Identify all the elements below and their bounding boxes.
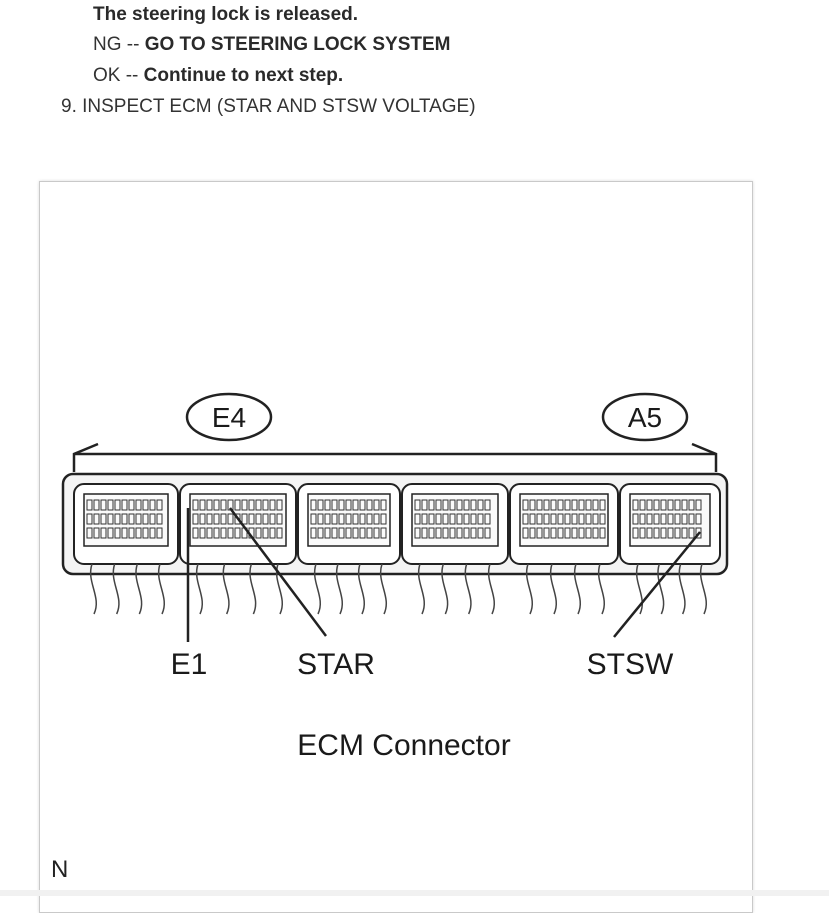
wire-lead <box>597 563 605 615</box>
wire-lead <box>657 563 665 615</box>
wire-lead <box>112 563 120 615</box>
e4-tag: E4 <box>212 402 246 433</box>
wire-lead <box>195 563 203 615</box>
wire-lead <box>379 563 387 615</box>
ecm-connector-figure: E4 A5 E1 STAR STSW ECM Connector N <box>39 181 753 913</box>
connector-block <box>619 483 721 565</box>
figure-caption: ECM Connector <box>297 729 510 762</box>
wire-lead <box>222 563 230 615</box>
wire-lead <box>89 563 97 615</box>
connector-block <box>179 483 297 565</box>
connector-block <box>509 483 619 565</box>
e4-tag-oval <box>185 392 273 442</box>
connector-block <box>401 483 509 565</box>
wire-lead <box>335 563 343 615</box>
result-text: The steering lock is released. <box>93 4 359 25</box>
wire-lead <box>635 563 643 615</box>
a5-tag-oval <box>601 392 689 442</box>
figure-corner-mark: N <box>51 856 69 883</box>
wire-lead <box>417 563 425 615</box>
wire-lead <box>525 563 533 615</box>
wire-lead <box>573 563 581 615</box>
stsw-pin-label: STSW <box>587 648 674 681</box>
wire-lead <box>464 563 472 615</box>
connector-block <box>73 483 179 565</box>
wire-lead <box>275 563 283 615</box>
step-9-heading: 9. INSPECT ECM (STAR AND STSW VOLTAGE) <box>61 96 476 117</box>
wire-lead <box>249 563 257 615</box>
wire-lead <box>699 563 707 615</box>
wire-lead <box>678 563 686 615</box>
wire-lead <box>441 563 449 615</box>
bottom-edge <box>0 890 829 896</box>
wire-lead <box>135 563 143 615</box>
ok-line: OK -- Continue to next step. <box>93 64 343 88</box>
ok-action-text: Continue to next step. <box>143 65 344 86</box>
ng-prefix: NG -- <box>93 34 140 55</box>
connector-block <box>297 483 401 565</box>
wire-lead <box>549 563 557 615</box>
ok-prefix: OK -- <box>93 65 139 86</box>
wire-lead <box>157 563 165 615</box>
ng-action-link[interactable]: GO TO STEERING LOCK SYSTEM <box>144 34 451 55</box>
a5-tag: A5 <box>628 402 662 433</box>
ng-line: NG -- GO TO STEERING LOCK SYSTEM <box>93 33 451 57</box>
ecm-connector-diagram: E4 A5 E1 STAR STSW ECM Connector <box>61 392 729 762</box>
wire-lead <box>357 563 365 615</box>
wire-lead <box>313 563 321 615</box>
e1-pin-label: E1 <box>171 648 208 681</box>
star-pin-label: STAR <box>297 648 375 681</box>
wire-lead <box>487 563 495 615</box>
